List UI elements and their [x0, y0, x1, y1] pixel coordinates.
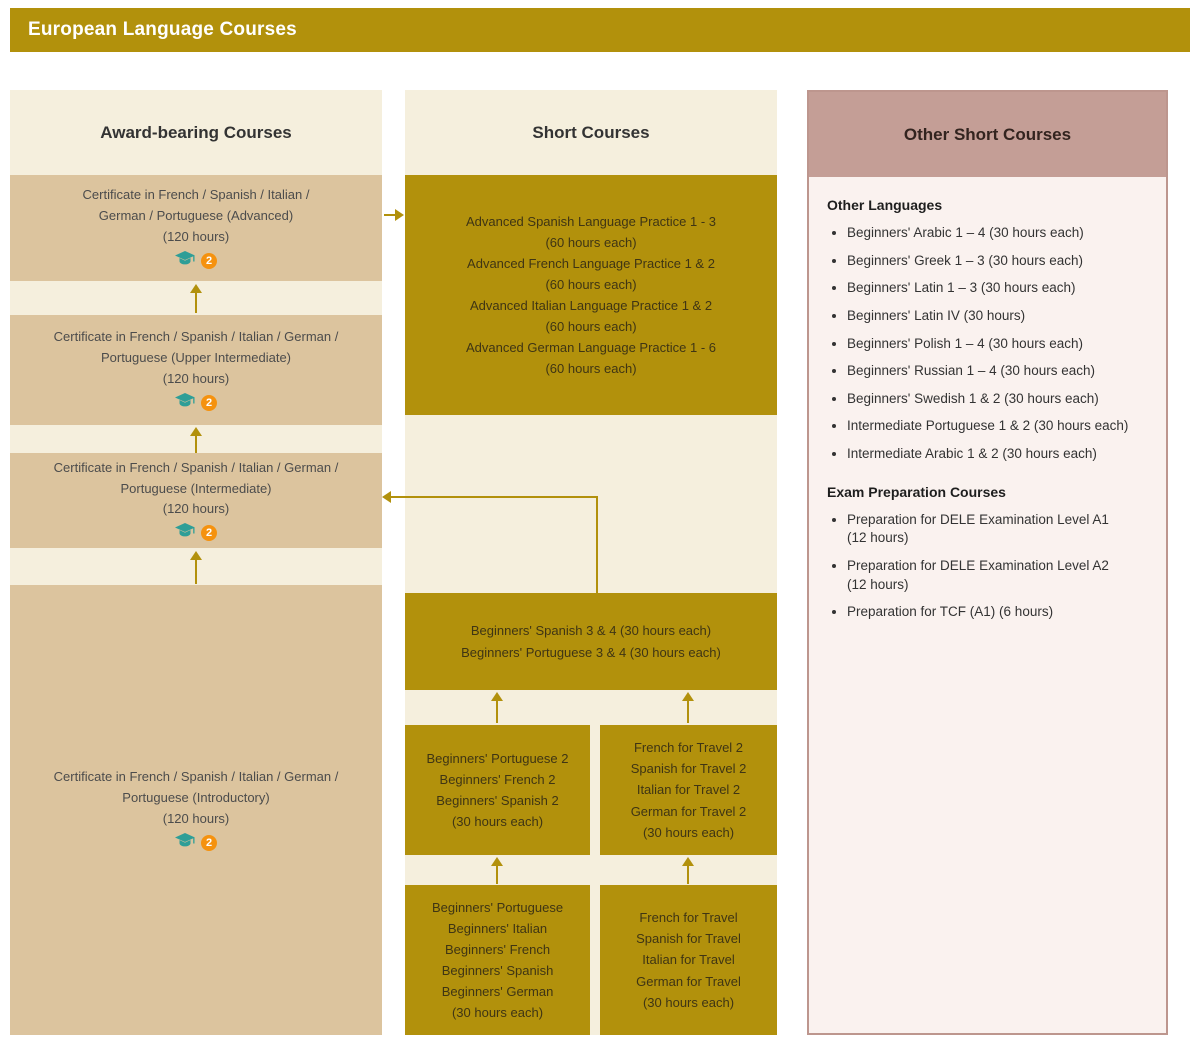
list-item: Beginners' Swedish 1 & 2 (30 hours each) [847, 390, 1148, 409]
arrow-shaft [496, 864, 498, 884]
arrow-shaft [496, 699, 498, 723]
beginners-3-4-text: Beginners' Spanish 3 & 4 (30 hours each)… [461, 623, 721, 660]
list-item: Beginners' Latin 1 – 3 (30 hours each) [847, 279, 1148, 298]
list-item: Intermediate Portuguese 1 & 2 (30 hours … [847, 417, 1148, 436]
other-column-header: Other Short Courses [809, 92, 1166, 177]
page-title: European Language Courses [28, 19, 297, 40]
beginners-2-text: Beginners' Portuguese 2 Beginners' Frenc… [426, 750, 569, 830]
certificate-intermediate-box: Certificate in French / Spanish / Italia… [10, 453, 382, 548]
arrow-shaft [195, 434, 197, 453]
arrowhead-up [491, 857, 503, 866]
arrowhead-up [682, 857, 694, 866]
certificate-advanced-text: Certificate in French / Spanish / Italia… [82, 187, 310, 244]
list-item: Preparation for TCF (A1) (6 hours) [847, 603, 1148, 622]
beginners-1-box: Beginners' Portuguese Beginners' Italian… [405, 885, 590, 1035]
graduation-cap-icon [175, 250, 195, 271]
award-bearing-column: Award-bearing Courses Certificate in Fre… [10, 90, 382, 1035]
count-badge: 2 [201, 834, 217, 851]
arrow-beginners34-to-intermediate-horizontal [390, 496, 598, 498]
arrowhead-up [190, 427, 202, 436]
other-languages-list: Beginners' Arabic 1 – 4 (30 hours each) … [827, 224, 1148, 464]
list-item: Beginners' Polish 1 – 4 (30 hours each) [847, 335, 1148, 354]
certificate-introductory-box: Certificate in French / Spanish / Italia… [10, 585, 382, 1035]
graduation-cap-icon [175, 523, 195, 543]
arrowhead-up [190, 284, 202, 293]
beginners-1-text: Beginners' Portuguese Beginners' Italian… [431, 899, 564, 1021]
arrow-advanced-cert-to-practice-shaft [384, 214, 396, 216]
arrow-up-travel1-to-travel2 [682, 857, 694, 884]
list-item: Beginners' Latin IV (30 hours) [847, 307, 1148, 326]
certificate-intermediate-text: Certificate in French / Spanish / Italia… [53, 459, 339, 517]
arrowhead-left [382, 491, 391, 503]
certificate-upper-intermediate-box: Certificate in French / Spanish / Italia… [10, 315, 382, 425]
list-item: Beginners' Greek 1 – 3 (30 hours each) [847, 252, 1148, 271]
certificate-icon-row: 2 [175, 523, 217, 543]
list-item: Intermediate Arabic 1 & 2 (30 hours each… [847, 445, 1148, 464]
list-item: Beginners' Russian 1 – 4 (30 hours each) [847, 362, 1148, 381]
arrow-up-beginners2-to-beginners34 [491, 692, 503, 723]
arrowhead-up [491, 692, 503, 701]
other-column-body: Other Languages Beginners' Arabic 1 – 4 … [809, 177, 1166, 622]
beginners-2-box: Beginners' Portuguese 2 Beginners' Frenc… [405, 725, 590, 855]
arrow-up-to-upper-intermediate-cert [190, 427, 202, 453]
short-courses-column: Short Courses Advanced Spanish Language … [405, 90, 777, 1035]
exam-prep-heading: Exam Preparation Courses [827, 483, 1006, 500]
graduation-cap-icon [175, 392, 195, 413]
arrow-shaft [687, 864, 689, 884]
certificate-advanced-box: Certificate in French / Spanish / Italia… [10, 175, 382, 281]
certificate-icon-row: 2 [175, 392, 217, 413]
arrow-beginners34-to-intermediate-vertical [596, 497, 598, 593]
travel-1-box: French for Travel Spanish for Travel Ita… [600, 885, 777, 1035]
travel-2-text: French for Travel 2 Spanish for Travel 2… [630, 740, 747, 840]
certificate-introductory-text: Certificate in French / Spanish / Italia… [53, 769, 339, 826]
short-column-header: Short Courses [532, 122, 650, 142]
list-item: Preparation for DELE Examination Level A… [847, 511, 1148, 548]
other-short-courses-column: Other Short Courses Other Languages Begi… [807, 90, 1168, 1035]
certificate-upper-intermediate-text: Certificate in French / Spanish / Italia… [53, 329, 339, 386]
other-languages-heading: Other Languages [827, 197, 943, 213]
count-badge: 2 [201, 394, 217, 411]
travel-2-box: French for Travel 2 Spanish for Travel 2… [600, 725, 777, 855]
certificate-icon-row: 2 [175, 832, 217, 853]
arrow-shaft [687, 699, 689, 723]
arrow-up-to-advanced-cert [190, 284, 202, 313]
arrowhead-right [395, 209, 404, 221]
title-banner: European Language Courses [10, 8, 1190, 52]
count-badge: 2 [201, 525, 217, 542]
exam-prep-list: Preparation for DELE Examination Level A… [827, 511, 1148, 622]
advanced-practice-text: Advanced Spanish Language Practice 1 - 3… [465, 213, 717, 377]
arrow-up-beginners1-to-beginners2 [491, 857, 503, 884]
list-item: Preparation for DELE Examination Level A… [847, 557, 1148, 594]
arrow-shaft [195, 291, 197, 313]
certificate-icon-row: 2 [175, 250, 217, 271]
arrowhead-up [190, 551, 202, 560]
advanced-practice-box: Advanced Spanish Language Practice 1 - 3… [405, 175, 777, 415]
graduation-cap-icon [175, 832, 195, 853]
count-badge: 2 [201, 252, 217, 269]
arrow-shaft [195, 558, 197, 584]
beginners-3-4-box: Beginners' Spanish 3 & 4 (30 hours each)… [405, 593, 777, 690]
travel-1-text: French for Travel Spanish for Travel Ita… [636, 910, 741, 1010]
arrow-up-to-intermediate-cert [190, 551, 202, 584]
arrow-up-travel2-to-beginners34 [682, 692, 694, 723]
arrowhead-up [682, 692, 694, 701]
list-item: Beginners' Arabic 1 – 4 (30 hours each) [847, 224, 1148, 243]
award-column-header: Award-bearing Courses [100, 122, 292, 142]
